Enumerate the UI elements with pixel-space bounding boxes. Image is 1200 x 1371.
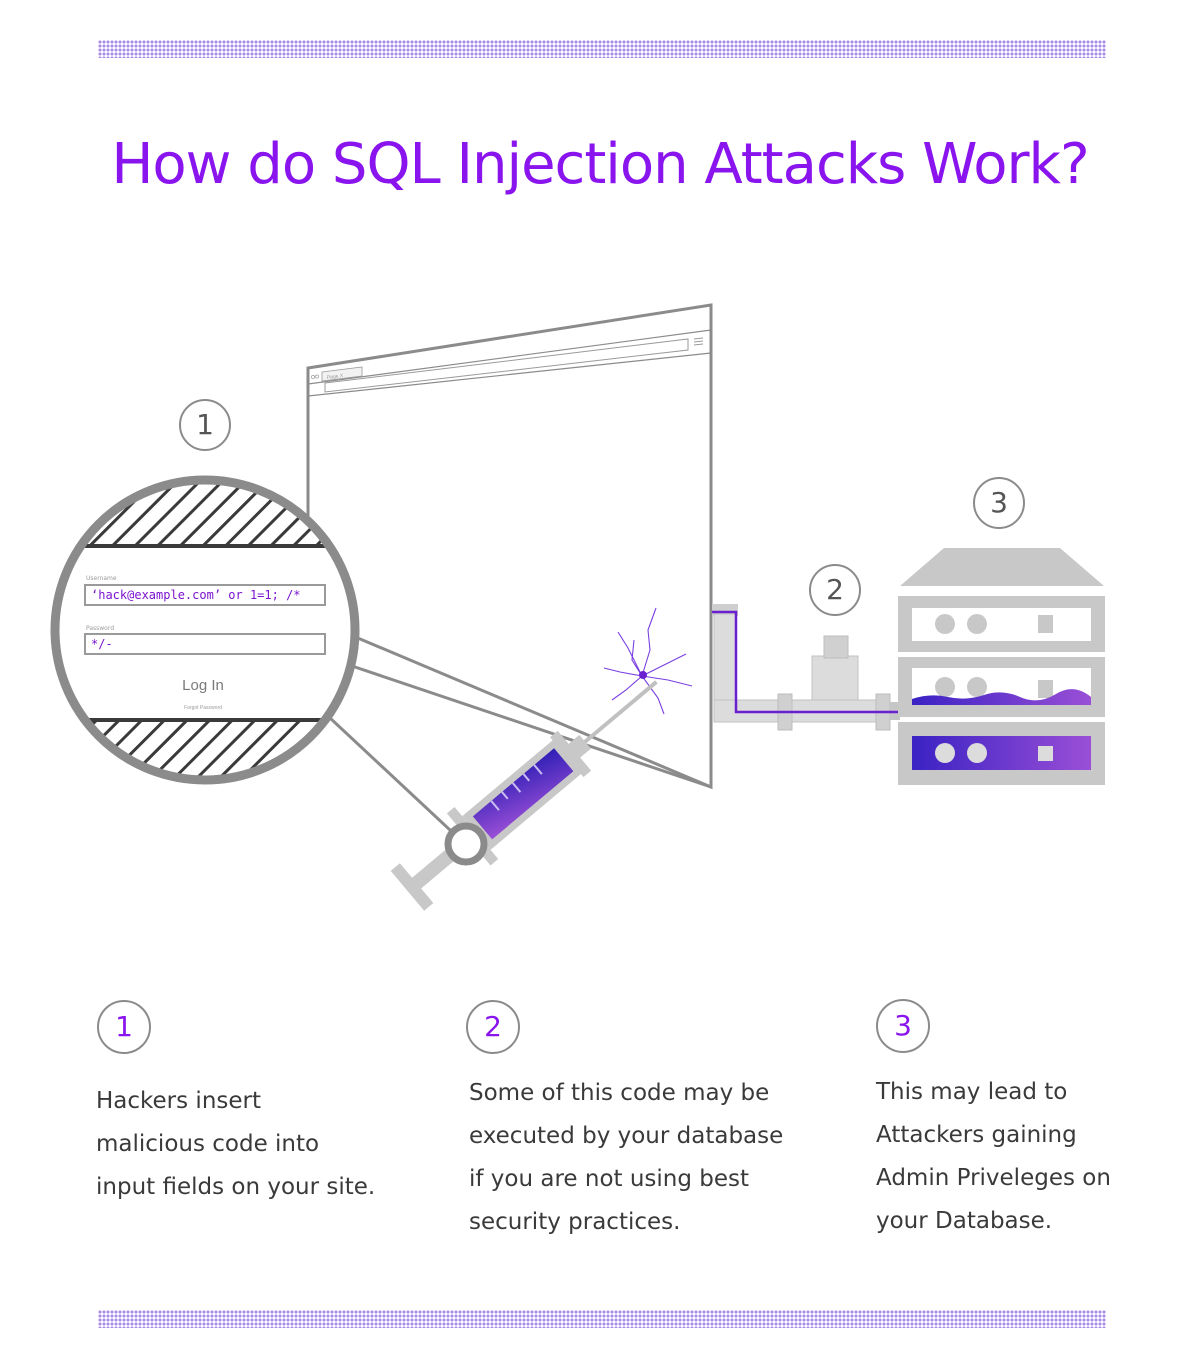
pipe-icon <box>712 604 900 731</box>
dotted-border-top <box>98 40 1106 58</box>
diagram-badge-2: 2 <box>809 564 861 616</box>
step-3-number: 3 <box>876 999 930 1053</box>
browser-tab-label: Page X <box>327 373 345 381</box>
sql-injection-diagram: Page X <box>50 303 1105 911</box>
dotted-border-bottom <box>98 1310 1106 1328</box>
password-label: Password <box>86 625 115 632</box>
password-field[interactable]: */- <box>84 633 326 655</box>
window-dot-icon <box>311 375 315 379</box>
login-button[interactable]: Log In <box>182 677 224 694</box>
magnifier-icon <box>50 475 488 866</box>
window-dot-icon <box>315 374 319 379</box>
username-field[interactable]: ‘hack@example.com’ or 1=1; /* <box>84 584 326 606</box>
diagram-badge-1: 1 <box>179 399 231 451</box>
forgot-password-link[interactable]: Forgot Password <box>184 705 222 711</box>
username-label: Username <box>86 575 117 582</box>
page-title: How do SQL Injection Attacks Work? <box>111 132 1089 197</box>
step-1-number: 1 <box>97 1000 151 1054</box>
impact-crack-icon <box>603 607 693 715</box>
diagram-badge-3: 3 <box>973 477 1025 529</box>
browser-tab <box>321 366 363 382</box>
menu-icon <box>693 337 704 346</box>
server-stack-icon <box>898 548 1105 785</box>
step-3-text: This may lead to Attackers gaining Admin… <box>876 1079 1111 1234</box>
browser-window: Page X <box>306 303 713 790</box>
step-2-number: 2 <box>466 1000 520 1054</box>
step-2-text: Some of this code may be executed by you… <box>469 1080 784 1235</box>
step-1-text: Hackers insert malicious code into input… <box>96 1088 376 1200</box>
